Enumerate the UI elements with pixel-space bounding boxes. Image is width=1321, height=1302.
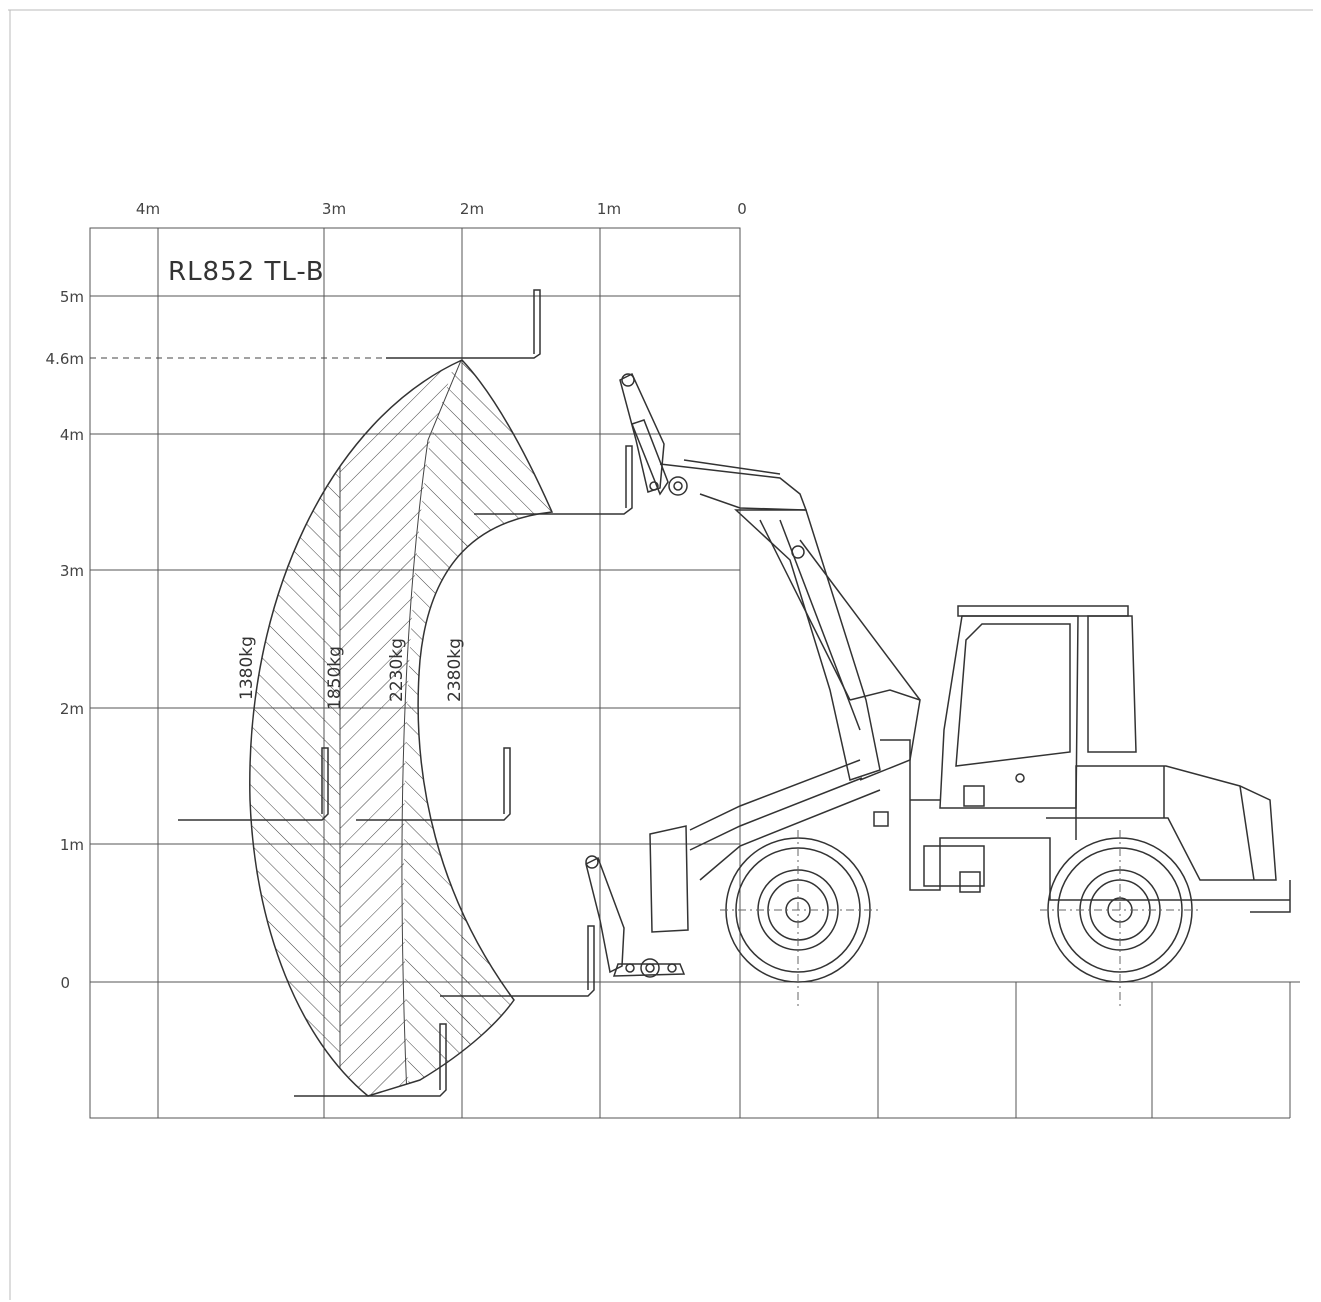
x-tick-label: 2m [460,200,484,218]
loader-arm [734,509,921,781]
x-tick-label: 3m [322,200,346,218]
fork-positions [178,289,633,1097]
fork-top [386,289,541,359]
x-tick-label: 4m [136,200,160,218]
raised-carrier-linkage [619,372,808,511]
cab-frame [939,615,1079,809]
cab-window [955,623,1071,767]
fork-upper [474,445,633,515]
fork-below-ground [294,1023,447,1097]
y-tick-label: 1m [60,836,84,854]
load-label-2380: 2380kg [445,638,465,702]
load-label-1380: 1380kg [237,636,257,700]
y-axis-labels: 5m 4.6m 4m 3m 2m 1m 0 [46,288,84,992]
loader-body [873,605,1291,913]
x-tick-label: 0 [737,200,747,218]
lowered-carrier-linkage [585,759,881,978]
cab-rear-window [1087,615,1137,753]
load-zone-area [249,360,553,1096]
x-axis-labels: 4m 3m 2m 1m 0 [136,200,747,218]
y-tick-label: 0 [60,974,70,992]
fork-right-mid [356,747,511,821]
fork-left-mid [178,747,329,821]
load-label-1850: 1850kg [325,646,345,710]
engine-hood [1075,765,1277,881]
fork-ground [440,925,595,997]
y-tick-label: 3m [60,562,84,580]
y-tick-label: 4.6m [46,350,84,368]
load-label-2230: 2230kg [387,638,407,702]
load-zone-2380 [462,360,553,1096]
y-tick-label: 4m [60,426,84,444]
load-envelope-outline [249,359,554,1097]
axle-centerlines [720,830,1200,1010]
load-zone-1850 [340,360,462,1096]
model-title: RL852 TL-B [168,257,325,287]
y-tick-label: 2m [60,700,84,718]
cab-roof [957,605,1129,617]
load-zone-1380 [249,360,340,1096]
x-tick-label: 1m [597,200,621,218]
y-tick-label: 5m [60,288,84,306]
